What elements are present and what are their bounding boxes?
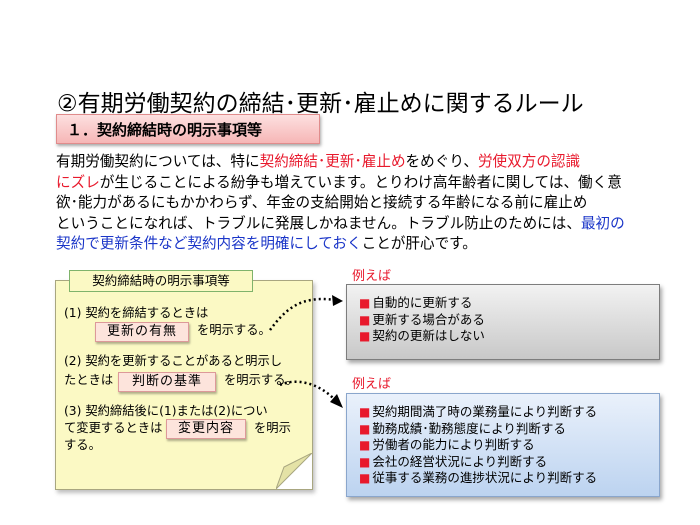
bullet-square-icon: ■	[359, 454, 371, 469]
paragraph-line-1: 有期労働契約については、特に契約締結･更新･雇止めをめぐり、労使双方の認識	[56, 152, 676, 173]
note-item-2-suffix: を明示する。	[224, 373, 298, 387]
bullet-square-icon: ■	[359, 329, 371, 343]
bullet-square-icon: ■	[359, 312, 371, 327]
paragraph-line-4: ということになれば、トラブルに発展しかねません。トラブル防止のためには、最初の	[56, 214, 676, 235]
example-label-2: 例えば	[352, 377, 392, 392]
renewal-presence-box: 更新の有無	[95, 322, 189, 342]
note-item-3-prefix: て変更するときは	[64, 421, 163, 435]
note-item-3-suffix: を明示	[254, 421, 291, 435]
example-item: ■更新する場合がある	[359, 311, 485, 327]
example-box-1: ■自動的に更新する ■更新する場合がある ■契約の更新はしない	[346, 284, 660, 360]
bullet-square-icon: ■	[359, 296, 371, 310]
paragraph-line-2: にズレが生じることによる紛争も増えています。とりわけ高年齢者に関しては、働く意	[56, 173, 676, 194]
arrow-to-example-1	[269, 297, 336, 331]
example-item: ■従事する業務の進捗状況により判断する	[359, 470, 598, 485]
judgment-criteria-box: 判断の基準	[118, 372, 216, 392]
example-item: ■契約の更新はしない	[359, 328, 485, 343]
note-label: 契約締結時の明示事項等	[69, 270, 253, 292]
paragraph-text: ということになれば、トラブルに発展しかねません。トラブル防止のためには、	[56, 214, 581, 232]
note-item-3-line1: (3) 契約締結後に(1)または(2)につい	[64, 404, 268, 418]
bullet-square-icon: ■	[359, 471, 371, 485]
highlight-red: 契約締結･更新･雇止め	[259, 153, 406, 170]
example-item: ■会社の経営状況により判断する	[359, 453, 548, 469]
bullet-square-icon: ■	[359, 405, 371, 419]
note-item-3-line3: する。	[64, 438, 101, 452]
paragraph-text: 有期労働契約については、特に	[56, 153, 260, 170]
arrow-to-example-2	[279, 380, 336, 401]
intro-paragraph: 有期労働契約については、特に契約締結･更新･雇止めをめぐり、労使双方の認識 にズ…	[56, 152, 676, 255]
note-fold-corner	[276, 453, 312, 489]
example-item: ■契約期間満了時の業務量により判断する	[359, 404, 598, 419]
change-content-box: 変更内容	[166, 419, 246, 439]
bullet-square-icon: ■	[359, 421, 371, 436]
paragraph-text: をめぐり、	[405, 153, 478, 170]
paragraph-text: ことが肝心です。	[361, 235, 477, 252]
highlight-blue: 契約で更新条件など契約内容を明確にしておく	[56, 235, 362, 252]
note-item-2-prefix: たときは	[64, 373, 114, 387]
arrow-head-2	[330, 394, 343, 408]
paragraph-line-5: 契約で更新条件など契約内容を明確にしておくことが肝心です。	[56, 234, 676, 255]
note-item-1-line1: (1) 契約を締結するときは	[64, 306, 209, 320]
bullet-square-icon: ■	[359, 438, 371, 452]
example-label-1: 例えば	[352, 269, 392, 284]
note-item-2-line1: (2) 契約を更新することがあると明示し	[64, 354, 283, 368]
paragraph-text: が生じることによる紛争も増えています。とりわけ高年齢者に関しては、働く意	[99, 173, 622, 191]
highlight-blue: 最初の	[580, 214, 625, 232]
page-title: ②有期労働契約の締結･更新･雇止めに関するルール	[57, 91, 584, 117]
arrow-head-1	[332, 295, 343, 306]
note-item-1-suffix: を明示する。	[197, 323, 271, 337]
example-box-2: ■契約期間満了時の業務量により判断する ■勤務成績･勤務態度により判断する ■労…	[346, 393, 660, 497]
paragraph-line-3: 欲･能力があるにもかかわらず、年金の支給開始と接続する年齢になる前に雇止め	[56, 194, 588, 211]
section-header: １．契約締結時の明示事項等	[56, 114, 320, 144]
example-item: ■勤務成績･勤務態度により判断する	[359, 420, 566, 436]
highlight-red: 労使双方の認識	[477, 153, 581, 170]
example-item: ■労働者の能力により判断する	[359, 437, 535, 452]
highlight-red: にズレ	[56, 173, 100, 191]
example-item: ■自動的に更新する	[359, 295, 473, 310]
